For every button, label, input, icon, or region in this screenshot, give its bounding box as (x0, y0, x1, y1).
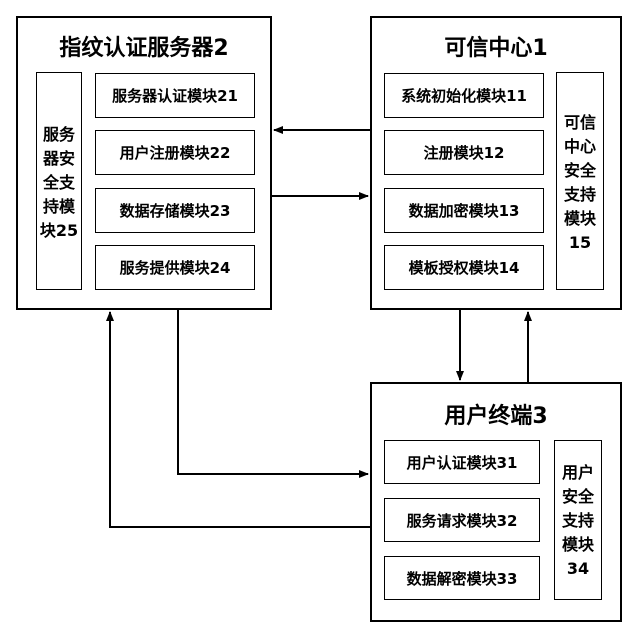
trust-security-line: 安全 (563, 161, 596, 180)
trust-security-line: 可信 (563, 113, 596, 132)
terminal-security-line: 模块 (561, 535, 594, 554)
server-security-module: 服务 器安 全支 持模 块25 (36, 72, 82, 290)
terminal-security-line: 安全 (561, 487, 594, 506)
trust-security-line: 中心 (563, 137, 596, 156)
template-authorization-module: 模板授权模块14 (384, 245, 544, 290)
terminal-security-module: 用户 安全 支持 模块 34 (554, 440, 602, 600)
trust-security-line: 模块 (563, 209, 596, 228)
terminal-title: 用户终端3 (444, 404, 548, 429)
server-security-line: 全支 (42, 173, 75, 192)
service-request-module: 服务请求模块32 (384, 498, 540, 542)
trust-security-line: 支持 (563, 185, 596, 204)
server-auth-module: 服务器认证模块21 (95, 73, 255, 118)
terminal-security-line: 34 (566, 559, 590, 578)
terminal-security-line: 用户 (561, 463, 594, 482)
terminal-security-line: 支持 (561, 511, 594, 530)
data-encryption-module: 数据加密模块13 (384, 188, 544, 233)
server-security-line: 持模 (42, 197, 75, 216)
user-auth-module: 用户认证模块31 (384, 440, 540, 484)
data-decryption-module: 数据解密模块33 (384, 556, 540, 600)
user-registration-module: 用户注册模块22 (95, 130, 255, 175)
trust-security-line: 15 (568, 233, 592, 252)
data-storage-module: 数据存储模块23 (95, 188, 255, 233)
system-init-module: 系统初始化模块11 (384, 73, 544, 118)
trust-center-title: 可信中心1 (444, 36, 548, 61)
server-title: 指纹认证服务器2 (59, 36, 229, 61)
arrow-server-to-terminal (177, 310, 369, 478)
server-security-line: 服务 (42, 125, 75, 144)
registration-module: 注册模块12 (384, 130, 544, 175)
server-security-line: 块25 (39, 221, 79, 240)
arrow-terminal-to-server (106, 311, 370, 528)
trust-center-security-module: 可信 中心 安全 支持 模块 15 (556, 72, 604, 290)
service-provision-module: 服务提供模块24 (95, 245, 255, 290)
server-security-line: 器安 (42, 149, 75, 168)
